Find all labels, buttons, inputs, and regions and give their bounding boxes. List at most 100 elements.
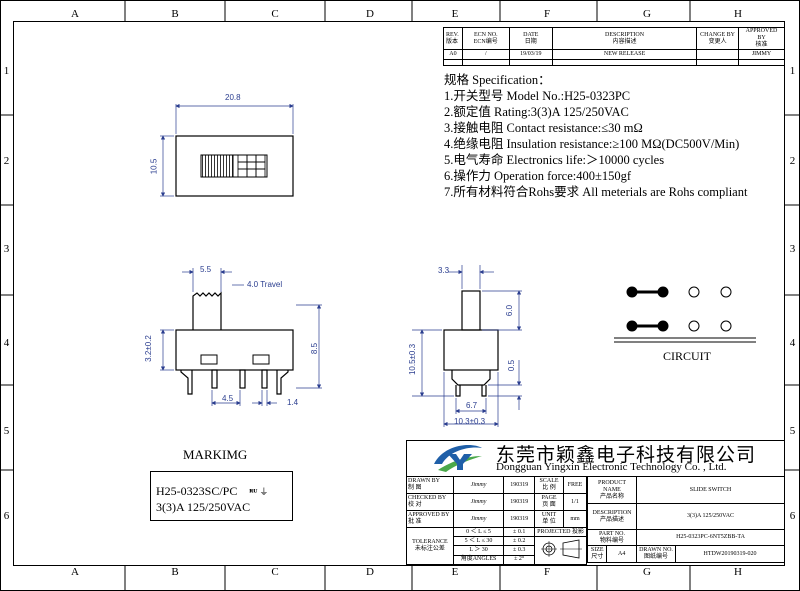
zone-col-b: B [171, 8, 179, 20]
tolerance-range-2: 5 ＜ L ≤ 30 [452, 535, 505, 547]
dim-side-pin: 0.5 [507, 359, 517, 372]
spec-item-4: 4.绝缘电阻 Insulation resistance:≥100 MΩ(DC5… [444, 137, 740, 151]
spec-item-5: 5.电气寿命 Electronics life:＞10000 cycles [444, 153, 665, 167]
product-name-value: SLIDE SWITCH [636, 476, 785, 504]
ecn-header: ECN NO.ECN编号 [461, 27, 510, 50]
tolerance-value-1: ± 0.1 [503, 527, 536, 537]
marking-box: H25-0323SC/PC ᴿᵁ⏚ 3(3)A 125/250VAC [150, 471, 293, 521]
tolerance-value-4: ± 2° [503, 554, 536, 566]
dim-side-knob-height: 6.0 [505, 304, 515, 317]
zone-row-1: 1 [3, 65, 10, 77]
dim-travel: 4.0 Travel [247, 280, 283, 289]
zone-row-6-right: 6 [789, 510, 796, 522]
approved-by-date: 190319 [503, 510, 536, 528]
spec-item-1: 1.开关型号 Model No.:H25-0323PC [444, 89, 631, 103]
dim-top-width: 20.8 [225, 93, 241, 102]
dim-side-left-height: 10.5±0.3 [408, 343, 418, 376]
part-no-value: H25-0323PC-6NT5ZBB-TA [636, 529, 785, 546]
spec-title: 规格 Specification： [444, 73, 551, 87]
top-view [175, 135, 294, 197]
drawn-by-date: 190319 [503, 476, 536, 494]
marking-line-1: H25-0323SC/PC [156, 484, 238, 498]
zone-row-5-right: 5 [789, 425, 796, 437]
zone-row-3-right: 3 [789, 243, 796, 255]
company-logo-icon [434, 445, 482, 472]
inner-border [13, 21, 785, 566]
approved-by-signature: Jimmy [452, 510, 505, 528]
marking-line-2: 3(3)A 125/250VAC [156, 500, 251, 514]
drawing-no-value: HTDW20190319-020 [675, 545, 785, 563]
zone-col-a: A [71, 8, 79, 20]
tolerance-range-1: 0 ＜ L ≤ 5 [452, 527, 505, 537]
zone-col-e: E [451, 8, 459, 20]
drawing-no-label: DRAWN NO.图纸编号 [636, 545, 676, 563]
tolerance-range-4: 角度ANGLES [452, 554, 505, 566]
tolerance-value-3: ± 0.3 [503, 545, 536, 556]
front-view-dims [160, 268, 322, 406]
front-view [175, 291, 294, 395]
checked-by-date: 190319 [503, 493, 536, 511]
zone-col-b-bottom: B [171, 566, 179, 578]
cert-mark-icon: ᴿᵁ [249, 487, 258, 497]
zone-col-g: G [643, 8, 651, 20]
zone-row-4: 4 [3, 337, 10, 349]
checked-by-signature: Jimmy [452, 493, 505, 511]
dim-side-top-width: 3.3 [438, 266, 450, 275]
dim-knob-width: 5.5 [200, 265, 212, 274]
zone-col-c-bottom: C [271, 566, 279, 578]
dim-front-left-height: 3.2±0.2 [143, 335, 153, 362]
circuit-label: CIRCUIT [663, 349, 711, 363]
spec-item-2: 2.额定值 Rating:3(3)A 125/250VAC [444, 105, 629, 119]
zone-row-6: 6 [3, 510, 10, 522]
zone-col-c: C [271, 8, 279, 20]
projected-label: PROJECTED 投影 [534, 527, 587, 537]
marking-title: MARKIMG [183, 447, 248, 462]
scale-value: FREE [563, 476, 587, 494]
zone-col-a-bottom: A [71, 566, 79, 578]
zone-col-g-bottom: G [643, 566, 651, 578]
spec-item-6: 6.操作力 Operation force:400±150gf [444, 169, 632, 183]
zone-col-f: F [543, 8, 551, 20]
dim-front-right-height: 8.5 [310, 342, 320, 355]
company-name-cn: 东莞市颖鑫电子科技有限公司 [496, 445, 757, 466]
size-value: A4 [606, 545, 637, 563]
ground-symbol-icon: ⏚ [259, 487, 269, 497]
drawn-by-signature: Jimmy [452, 476, 505, 494]
zone-row-5: 5 [3, 425, 10, 437]
side-view [443, 290, 499, 397]
zone-col-d-bottom: D [366, 566, 374, 578]
side-view-dims [412, 265, 522, 427]
spec-item-7: 7.所有材料符合Rohs要求 All meterials are Rohs co… [444, 185, 748, 199]
zone-col-h-bottom: H [734, 566, 742, 578]
dim-side-inner-width: 6.7 [466, 401, 478, 410]
zone-row-3: 3 [3, 243, 10, 255]
dim-top-height: 10.5 [149, 158, 159, 175]
projection-symbol [534, 536, 587, 565]
part-no-label: PART NO.物料编号 [587, 529, 637, 546]
dim-side-outer-width: 10.3±0.3 [454, 417, 486, 426]
page-value: 1/1 [563, 493, 587, 511]
zone-row-1-right: 1 [789, 65, 796, 77]
dim-pin-width: 1.4 [287, 398, 299, 407]
circuit-diagram [614, 286, 756, 343]
top-view-dims [160, 103, 294, 197]
tolerance-value-2: ± 0.2 [503, 535, 536, 547]
projection-symbol-icon [540, 539, 582, 559]
zone-row-2-right: 2 [789, 155, 796, 167]
zone-col-f-bottom: F [543, 566, 551, 578]
